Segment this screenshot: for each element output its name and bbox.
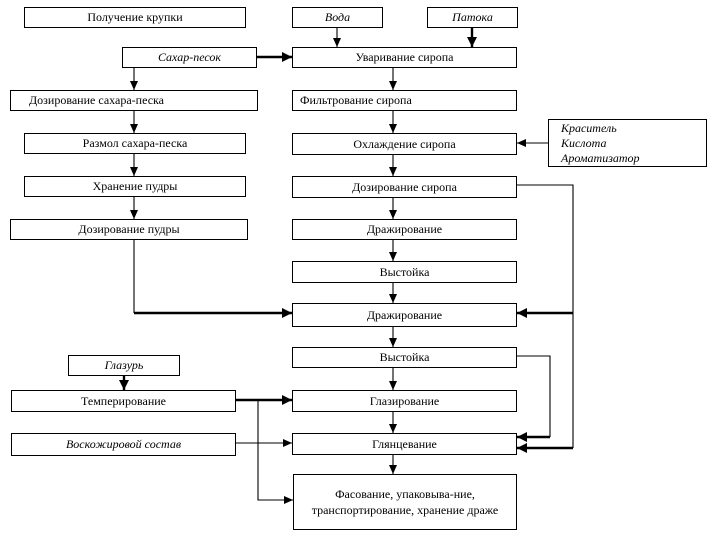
node-voda: Вода [292, 7, 383, 28]
edge-dozsiropa-trunk [517, 184, 574, 448]
node-drazhirovanie-2: Дражирование [292, 303, 517, 327]
node-sahar-pesok: Сахар-песок [122, 47, 257, 68]
node-hranenie-pudry: Хранение пудры [24, 176, 246, 197]
node-dozirovanie-siropa: Дозирование сиропа [292, 176, 517, 198]
node-dozirovanie-sahara: Дозирование сахара-песка [10, 90, 258, 111]
fasovanie-line-1: Фасование, упаковыва-ние, [335, 487, 475, 501]
edge-branch-fasovanie [257, 400, 293, 504]
node-razmol-sahara: Размол сахара-песка [24, 133, 246, 154]
node-voskozhirovoy-sostav: Воскожировой состав [11, 433, 236, 456]
node-glazirovanie: Глазирование [292, 390, 517, 412]
node-drazhirovanie-1: Дражирование [292, 219, 517, 240]
additives-line-2: Кислота [561, 135, 607, 150]
node-filtrovanie-siropa: Фильтрование сиропа [292, 90, 517, 111]
node-patoka: Патока [427, 7, 518, 28]
additives-line-3: Ароматизатор [561, 150, 640, 165]
additives-line-1: Краситель [561, 120, 617, 135]
node-additives: Краситель Кислота Ароматизатор [548, 119, 707, 167]
edge-vystoyka2-loop [517, 355, 551, 437]
node-dozirovanie-pudry: Дозирование пудры [10, 219, 248, 240]
node-glyantsevanie: Глянцевание [292, 433, 517, 455]
node-glazur: Глазурь [68, 355, 180, 376]
node-temperirovanie: Темперирование [11, 390, 236, 412]
node-poluchenie-krupki: Получение крупки [24, 7, 246, 28]
fasovanie-line-2: транспортирование, хранение драже [311, 503, 499, 517]
node-fasovanie: Фасование, упаковыва-ние, транспортирова… [293, 474, 517, 530]
node-uvarivanie-siropa: Уваривание сиропа [292, 47, 517, 68]
node-ohlazhdenie-siropa: Охлаждение сиропа [292, 133, 517, 155]
node-vystoyka-2: Выстойка [292, 347, 517, 368]
node-vystoyka-1: Выстойка [292, 261, 517, 283]
